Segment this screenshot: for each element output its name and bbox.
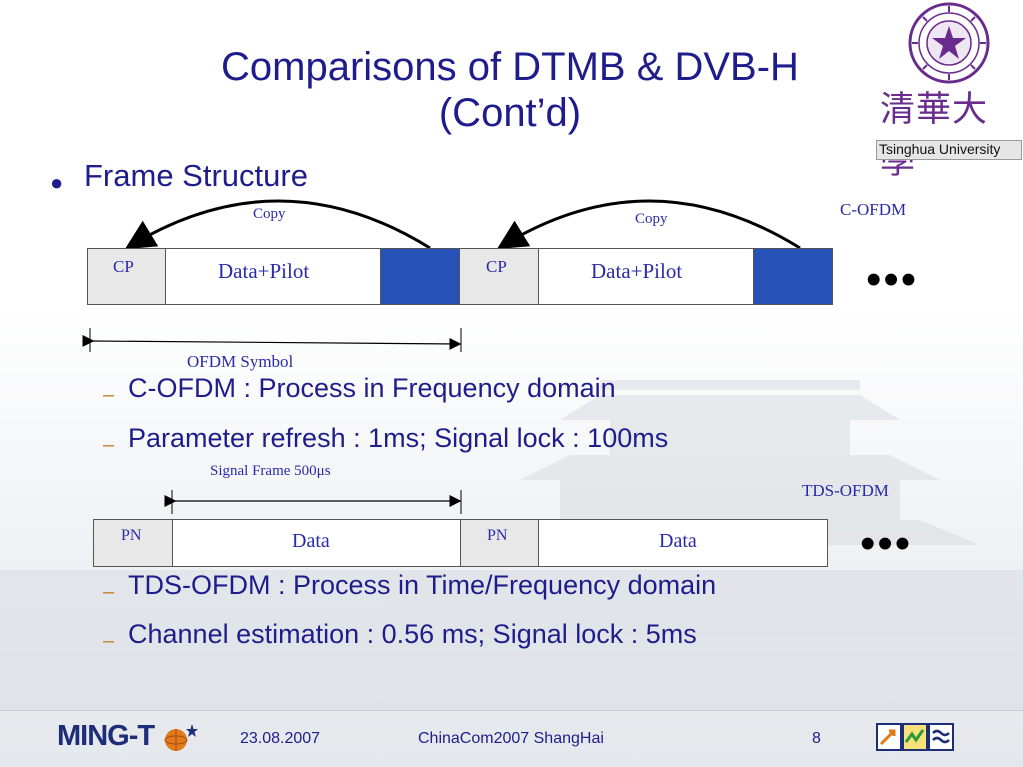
signal-frame-label: Signal Frame 500μs <box>210 463 331 479</box>
tail-block-1 <box>380 248 460 305</box>
pn-box-1: PN <box>93 519 173 567</box>
copy-label-2: Copy <box>635 211 668 227</box>
slide-title: Comparisons of DTMB & DVB-H (Cont’d) <box>150 44 870 136</box>
footer-date: 23.08.2007 <box>240 730 321 747</box>
bullet-frame-structure: Frame Structure <box>84 158 308 193</box>
pn-box-2: PN <box>460 519 539 567</box>
globe-star-icon <box>164 724 198 751</box>
sub-item-c-ofdm: C-OFDM : Process in Frequency domain <box>128 373 616 403</box>
tail-block-2 <box>753 248 833 305</box>
footer-page-number: 8 <box>812 730 821 747</box>
c-ofdm-label: C-OFDM <box>840 200 907 219</box>
footer-event: ChinaCom2007 ShangHai <box>418 730 604 747</box>
sub-item-channel-estimation: Channel estimation : 0.56 ms; Signal loc… <box>128 619 697 649</box>
title-line-2: (Cont’d) <box>438 91 582 135</box>
dash-4: – <box>103 630 115 652</box>
cp-box-1: CP <box>87 248 166 305</box>
data-box-1: Data <box>172 519 461 567</box>
tsinghua-seal-icon <box>908 2 990 84</box>
sub-item-parameter-refresh: Parameter refresh : 1ms; Signal lock : 1… <box>128 423 669 453</box>
sub-item-tds-ofdm: TDS-OFDM : Process in Time/Frequency dom… <box>128 570 717 600</box>
ofdm-symbol-label: OFDM Symbol <box>187 352 294 371</box>
bullet-dot-icon: ● <box>50 170 64 195</box>
dash-3: – <box>103 581 115 603</box>
dash-2: – <box>103 434 115 456</box>
tds-ofdm-ellipsis: ••• <box>860 519 913 568</box>
data-box-2: Data <box>538 519 828 567</box>
tsinghua-chinese-name: 清華大學 <box>880 90 989 182</box>
data-pilot-box-2: Data+Pilot <box>538 248 754 305</box>
footer-divider <box>0 710 1023 711</box>
partner-logo-icon <box>876 723 954 751</box>
ming-t-logo: MING-T <box>57 720 155 752</box>
tsinghua-university-label: Tsinghua University <box>879 141 1001 157</box>
c-ofdm-ellipsis: ••• <box>866 255 919 304</box>
dash-1: – <box>103 384 115 406</box>
copy-label-1: Copy <box>253 206 286 222</box>
title-line-1: Comparisons of DTMB & DVB-H <box>221 45 799 89</box>
data-pilot-box-1: Data+Pilot <box>165 248 381 305</box>
tds-ofdm-label: TDS-OFDM <box>802 481 889 500</box>
cp-box-2: CP <box>459 248 539 305</box>
